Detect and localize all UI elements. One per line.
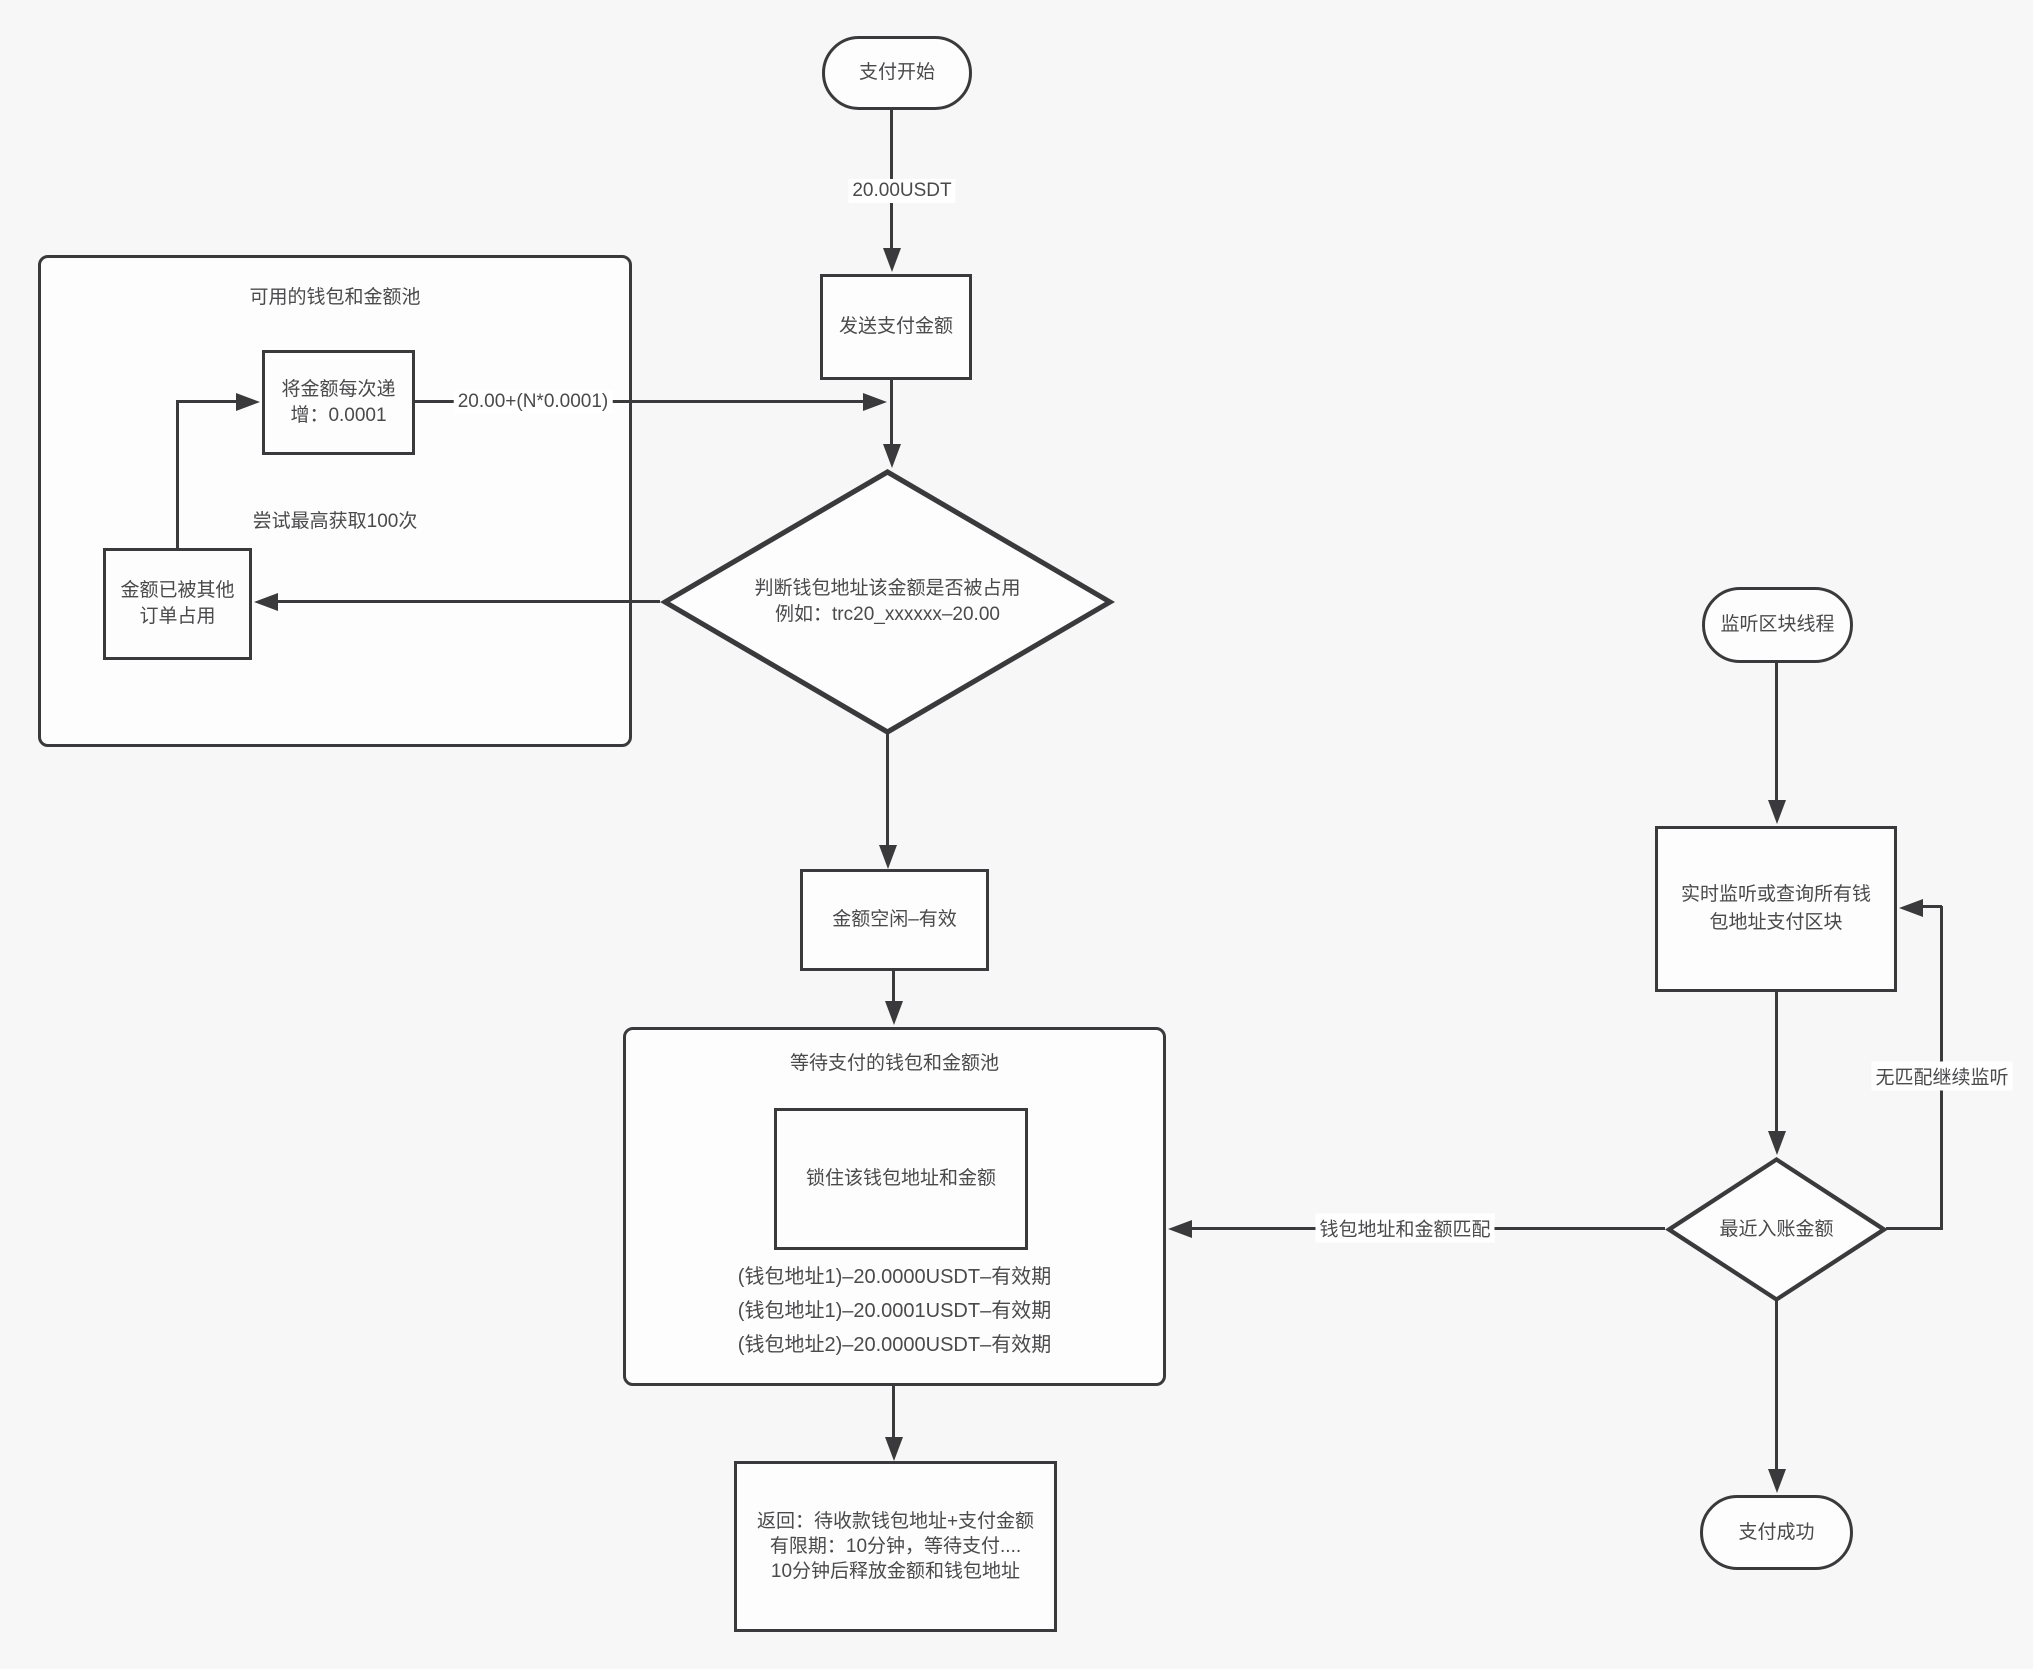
connector-loop-bottom bbox=[1886, 1227, 1943, 1230]
available-pool-title: 可用的钱包和金额池 bbox=[249, 287, 421, 308]
connector-recent-to-success bbox=[1775, 1300, 1778, 1471]
send-amount-label: 发送支付金额 bbox=[838, 316, 953, 337]
payment-success-node: 支付成功 bbox=[1700, 1495, 1853, 1570]
pool-entry-2: (钱包地址1)–20.0001USDT–有效期 bbox=[737, 1300, 1052, 1322]
arrowhead-into-monitor-box bbox=[1768, 800, 1786, 824]
arrowhead-into-send-box bbox=[883, 248, 901, 272]
check-occupied-line2: 例如：trc20_xxxxxx–20.00 bbox=[775, 604, 1000, 625]
arrowhead-match-into-pool bbox=[1168, 1220, 1192, 1238]
retry-limit-note: 尝试最高获取100次 bbox=[252, 511, 418, 532]
arrowhead-into-increment-box bbox=[236, 393, 260, 411]
increment-amount-box: 将金额每次递 增：0.0001 bbox=[262, 350, 415, 455]
amount-occupied-line2: 订单占用 bbox=[139, 606, 216, 627]
amount-occupied-box: 金额已被其他 订单占用 bbox=[103, 548, 252, 660]
connector-listen-to-monitor bbox=[1775, 661, 1778, 802]
connector-send-to-check bbox=[890, 378, 893, 450]
edge-label-increment-formula: 20.00+(N*0.0001) bbox=[453, 390, 613, 414]
connector-pool-to-return bbox=[892, 1384, 895, 1441]
arrowhead-loop-into-monitor bbox=[1899, 899, 1923, 917]
recent-amount-label: 最近入账金额 bbox=[1719, 1218, 1834, 1240]
check-occupied-diamond: 判断钱包地址该金额是否被占用 例如：trc20_xxxxxx–20.00 bbox=[660, 469, 1115, 735]
connector-occupied-to-increment-horizontal bbox=[176, 400, 238, 403]
arrowhead-into-recent-diamond bbox=[1768, 1131, 1786, 1155]
connector-monitor-to-recent bbox=[1775, 990, 1778, 1135]
amount-occupied-line1: 金额已被其他 bbox=[120, 580, 235, 601]
arrowhead-into-idle-box bbox=[879, 845, 897, 869]
waiting-pool-title: 等待支付的钱包和金额池 bbox=[789, 1053, 999, 1074]
connector-loop-top bbox=[1921, 905, 1942, 908]
available-pool-container bbox=[38, 255, 632, 747]
connector-idle-to-pool bbox=[892, 969, 895, 1005]
connector-check-to-occupied bbox=[274, 600, 660, 603]
listen-thread-label: 监听区块线程 bbox=[1720, 614, 1835, 635]
pool-entry-3: (钱包地址2)–20.0000USDT–有效期 bbox=[737, 1334, 1052, 1356]
check-occupied-line1: 判断钱包地址该金额是否被占用 bbox=[754, 578, 1021, 599]
edge-label-match: 钱包地址和金额匹配 bbox=[1315, 1213, 1495, 1243]
waiting-pool-entries: (钱包地址1)–20.0000USDT–有效期 (钱包地址1)–20.0001U… bbox=[623, 1260, 1166, 1362]
increment-amount-line2: 增：0.0001 bbox=[290, 404, 387, 426]
arrowhead-into-main-line bbox=[863, 393, 887, 411]
arrowhead-into-occupied-box bbox=[254, 593, 278, 611]
start-node: 支付开始 bbox=[822, 36, 972, 110]
return-info-line1: 返回：待收款钱包地址+支付金额 bbox=[756, 1511, 1035, 1532]
return-info-box: 返回：待收款钱包地址+支付金额 有限期：10分钟，等待支付.... 10分钟后释… bbox=[734, 1461, 1057, 1632]
arrowhead-into-return-box bbox=[885, 1437, 903, 1461]
lock-wallet-box: 锁住该钱包地址和金额 bbox=[774, 1108, 1028, 1250]
payment-success-label: 支付成功 bbox=[1738, 1521, 1815, 1543]
edge-label-payment-amount: 20.00USDT bbox=[848, 179, 956, 203]
return-info-line3: 10分钟后释放金额和钱包地址 bbox=[770, 1561, 1021, 1582]
monitor-blocks-line1: 实时监听或查询所有钱 bbox=[1680, 884, 1871, 905]
recent-amount-diamond: 最近入账金额 bbox=[1665, 1157, 1888, 1302]
arrowhead-into-waiting-pool bbox=[885, 1001, 903, 1025]
amount-idle-box: 金额空闲–有效 bbox=[800, 869, 989, 971]
arrowhead-into-success bbox=[1768, 1469, 1786, 1493]
increment-amount-line1: 将金额每次递 bbox=[281, 378, 396, 400]
return-info-line2: 有限期：10分钟，等待支付.... bbox=[769, 1536, 1022, 1557]
arrowhead-into-check-diamond bbox=[883, 444, 901, 468]
listen-thread-node: 监听区块线程 bbox=[1702, 587, 1853, 663]
start-node-label: 支付开始 bbox=[858, 62, 935, 83]
connector-occupied-to-increment-vertical bbox=[176, 402, 179, 548]
pool-entry-1: (钱包地址1)–20.0000USDT–有效期 bbox=[737, 1266, 1052, 1288]
send-amount-box: 发送支付金额 bbox=[820, 274, 972, 380]
monitor-blocks-box: 实时监听或查询所有钱 包地址支付区块 bbox=[1655, 826, 1897, 992]
lock-wallet-label: 锁住该钱包地址和金额 bbox=[805, 1168, 996, 1189]
connector-increment-to-main bbox=[415, 400, 863, 403]
connector-check-to-idle bbox=[886, 733, 889, 849]
edge-label-no-match: 无匹配继续监听 bbox=[1871, 1061, 2013, 1091]
amount-idle-label: 金额空闲–有效 bbox=[832, 909, 957, 930]
monitor-blocks-line2: 包地址支付区块 bbox=[1709, 912, 1843, 933]
